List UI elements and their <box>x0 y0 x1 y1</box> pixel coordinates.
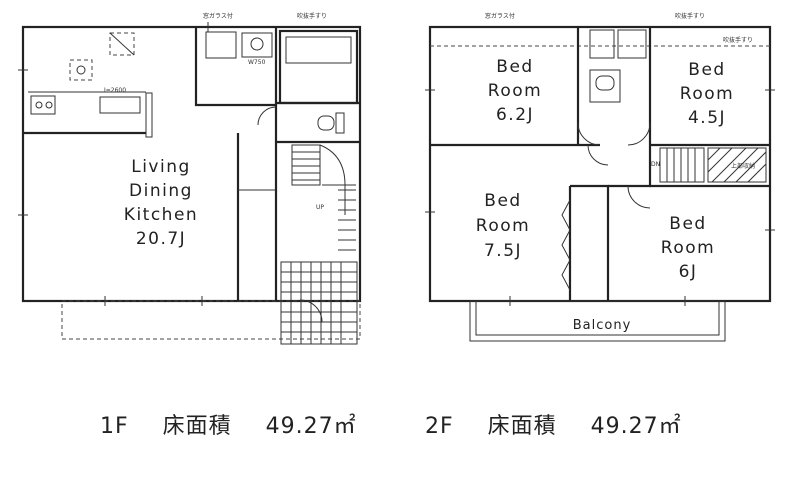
burner-icon <box>45 101 53 109</box>
storage-hatch <box>707 147 767 183</box>
window-marks-2 <box>425 89 775 306</box>
fan-icon <box>76 65 86 75</box>
closet-wall <box>570 184 610 301</box>
washing-machine <box>205 31 237 59</box>
bed-room-1-label-line-1: Bed <box>496 57 533 77</box>
toilet-tank <box>335 112 345 134</box>
hall-wall <box>608 145 652 188</box>
ldk-label-line-3: Kitchen <box>124 205 198 225</box>
bed-room-3-label-line-1: Bed <box>484 191 521 211</box>
bathtub <box>285 36 352 64</box>
kitchen-length-label: I=2600 <box>104 87 126 94</box>
stairs <box>291 144 356 251</box>
terrace-outline <box>61 300 361 340</box>
storage-label: 上部収納 <box>731 162 755 170</box>
wash-width-label: W750 <box>248 59 266 66</box>
floor-1-caption: 1F 床面積 49.27㎡ <box>100 408 383 440</box>
floor-2-top-label-2: 吹抜手すり <box>675 12 705 20</box>
floor-1-outer-wall <box>21 25 362 303</box>
burner-icon <box>35 101 43 109</box>
floor-2-caption: 2F 床面積 49.27㎡ <box>425 408 708 440</box>
hood-cross <box>109 32 135 56</box>
bed-room-1-label-line-2: Room <box>488 81 542 101</box>
door-arc <box>587 144 609 166</box>
entrance-tiles <box>280 261 358 345</box>
closet-doors <box>561 199 571 291</box>
stair-down-label: DN <box>651 161 660 168</box>
toilet-bowl <box>317 115 335 131</box>
balcony-inner <box>475 300 720 336</box>
floor-1-top-label-1: 窓ガラス付 <box>203 12 233 20</box>
closet-top-2 <box>617 29 647 59</box>
stairs-2 <box>659 147 705 183</box>
floor-2-area-value: 49.27㎡ <box>590 414 682 439</box>
bed-room-4-label-line-1: Bed <box>669 214 706 234</box>
closet-top-1 <box>589 29 615 59</box>
wash-basin <box>241 32 273 58</box>
floor-2-number: 2F <box>425 414 454 439</box>
basin-bowl <box>250 37 264 51</box>
floor-2-area-label: 床面積 <box>487 414 557 439</box>
floor-plan: I=2600 W750 <box>18 12 775 345</box>
ldk-wall <box>194 27 276 107</box>
door-arc <box>627 122 651 146</box>
entry-door-arc <box>299 299 323 323</box>
door-arc <box>577 122 601 146</box>
floor-1-number: 1F <box>100 414 129 439</box>
stair-up-label: UP <box>316 204 324 211</box>
sink <box>99 96 141 114</box>
floor-1-area-value: 49.27㎡ <box>265 414 357 439</box>
bed-room-1-area: 6.2J <box>496 105 534 125</box>
floor-1-plan: I=2600 W750 <box>18 12 362 345</box>
bed-room-4-area: 6J <box>679 262 698 282</box>
floor-2-top-label-1: 窓ガラス付 <box>485 12 515 20</box>
ldk-label-line-2: Dining <box>129 181 193 201</box>
kitchen-counter <box>145 92 153 138</box>
window-marks <box>18 22 209 306</box>
ldk-label-line-1: Living <box>131 157 191 177</box>
door-arc <box>627 185 651 209</box>
bed-room-4-label-line-2: Room <box>661 238 715 258</box>
floor-2-plan: Balcony DN <box>425 12 775 342</box>
toilet-2-bowl <box>595 75 615 91</box>
bed-room-2-area: 4.5J <box>688 108 726 128</box>
bed-room-3-area: 7.5J <box>484 241 522 261</box>
hood-outline <box>109 32 135 56</box>
stove <box>30 95 56 115</box>
floor-1-top-label-2: 吹抜手すり <box>297 12 327 20</box>
ldk-area-label: 20.7J <box>136 229 186 249</box>
bed-room-3-label-line-2: Room <box>476 216 530 236</box>
floor-2-top-right-label: 吹抜手すり <box>723 36 753 44</box>
balcony-label: Balcony <box>573 318 632 333</box>
bed-room-2-label-line-1: Bed <box>688 60 725 80</box>
floor-1-area-label: 床面積 <box>162 414 232 439</box>
appliance-outline <box>69 59 93 81</box>
door-arc <box>257 106 277 126</box>
bed-room-2-label-line-2: Room <box>680 84 734 104</box>
bath-room <box>278 29 359 105</box>
toilet-2-room <box>589 69 621 103</box>
